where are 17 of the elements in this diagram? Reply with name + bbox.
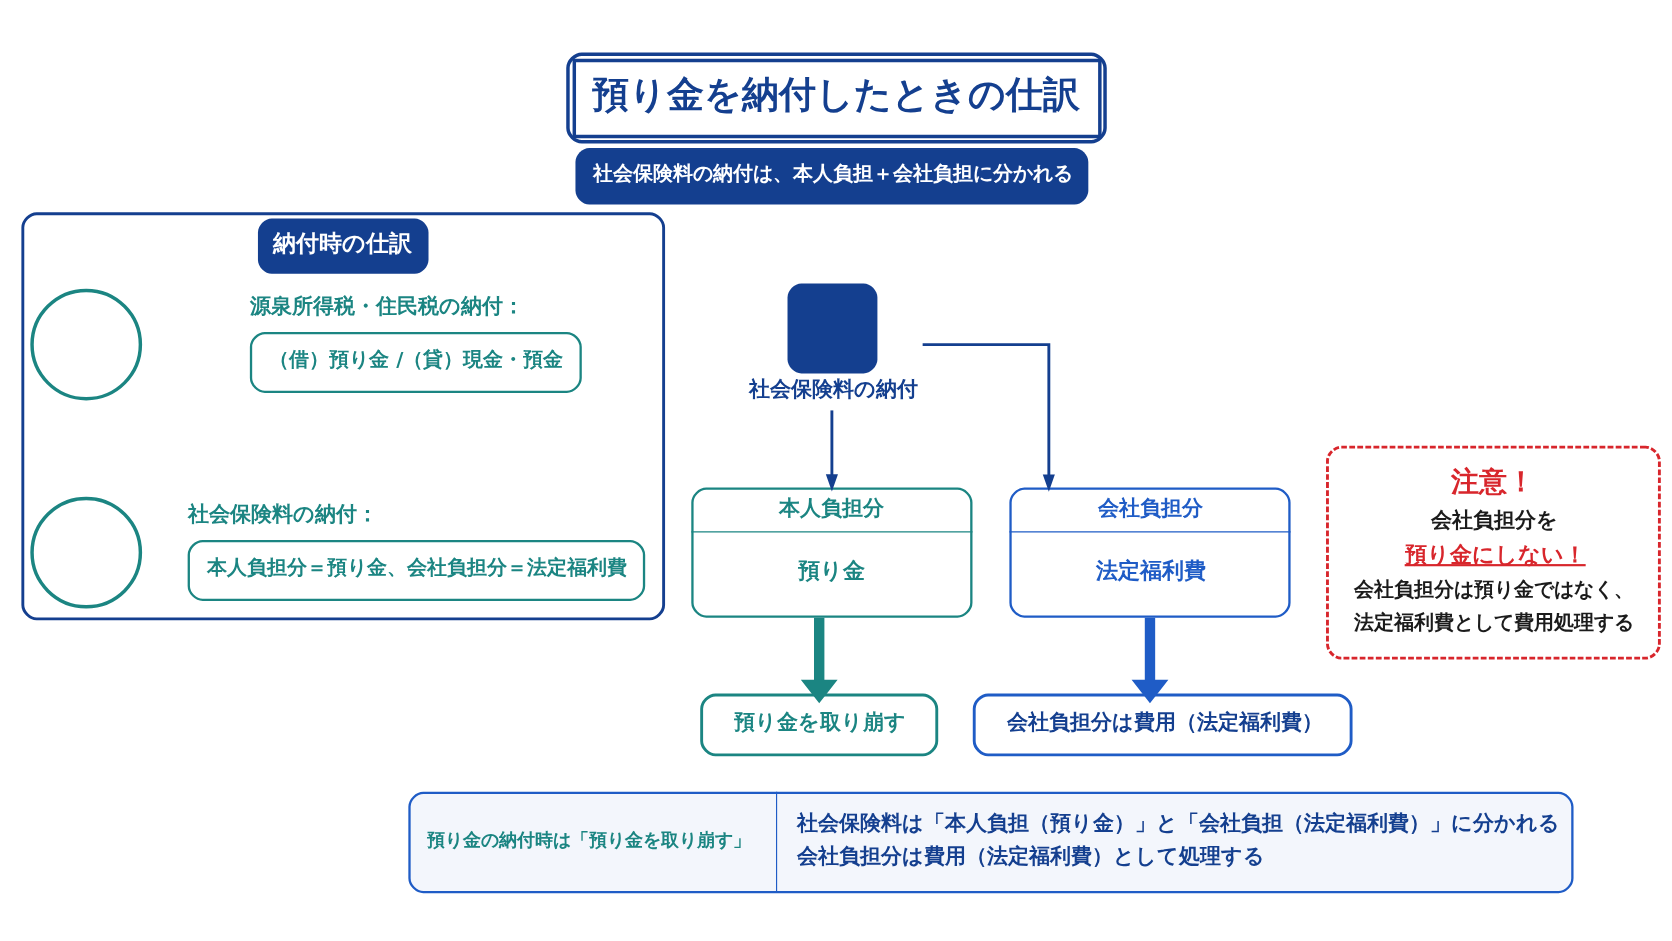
arrow: [922, 343, 1055, 492]
node-box: 本人負担分＝預り金、会社負担分＝法定福利費: [187, 539, 645, 602]
node-circle: [29, 496, 142, 609]
arrow: [800, 617, 838, 704]
node-box: （借）預り金 /（貸）現金・預金: [249, 331, 582, 393]
node-box: 預り金を取り崩す: [699, 693, 938, 757]
node-box: 注意！ 会社負担分を 預り金にしない！ 会社負担分は預り金ではなく、法定福利費として費用処理する: [1325, 445, 1661, 660]
arrow: [1131, 617, 1168, 704]
node-circle: [29, 288, 142, 401]
node-label: 社会保険料の納付: [748, 376, 918, 401]
diagram-title: 預り金を納付したときの仕訳: [591, 72, 1080, 116]
node-box: 会社負担分は費用（法定福利費）: [972, 693, 1353, 757]
node-box: [787, 283, 877, 374]
arrow: [825, 410, 838, 492]
node-label: 社会保険料の納付：: [187, 501, 378, 526]
node-box: 社会保険料の納付は、本人負担＋会社負担に分かれる: [574, 148, 1088, 205]
node-label: 源泉所得税・住民税の納付：: [249, 293, 524, 318]
